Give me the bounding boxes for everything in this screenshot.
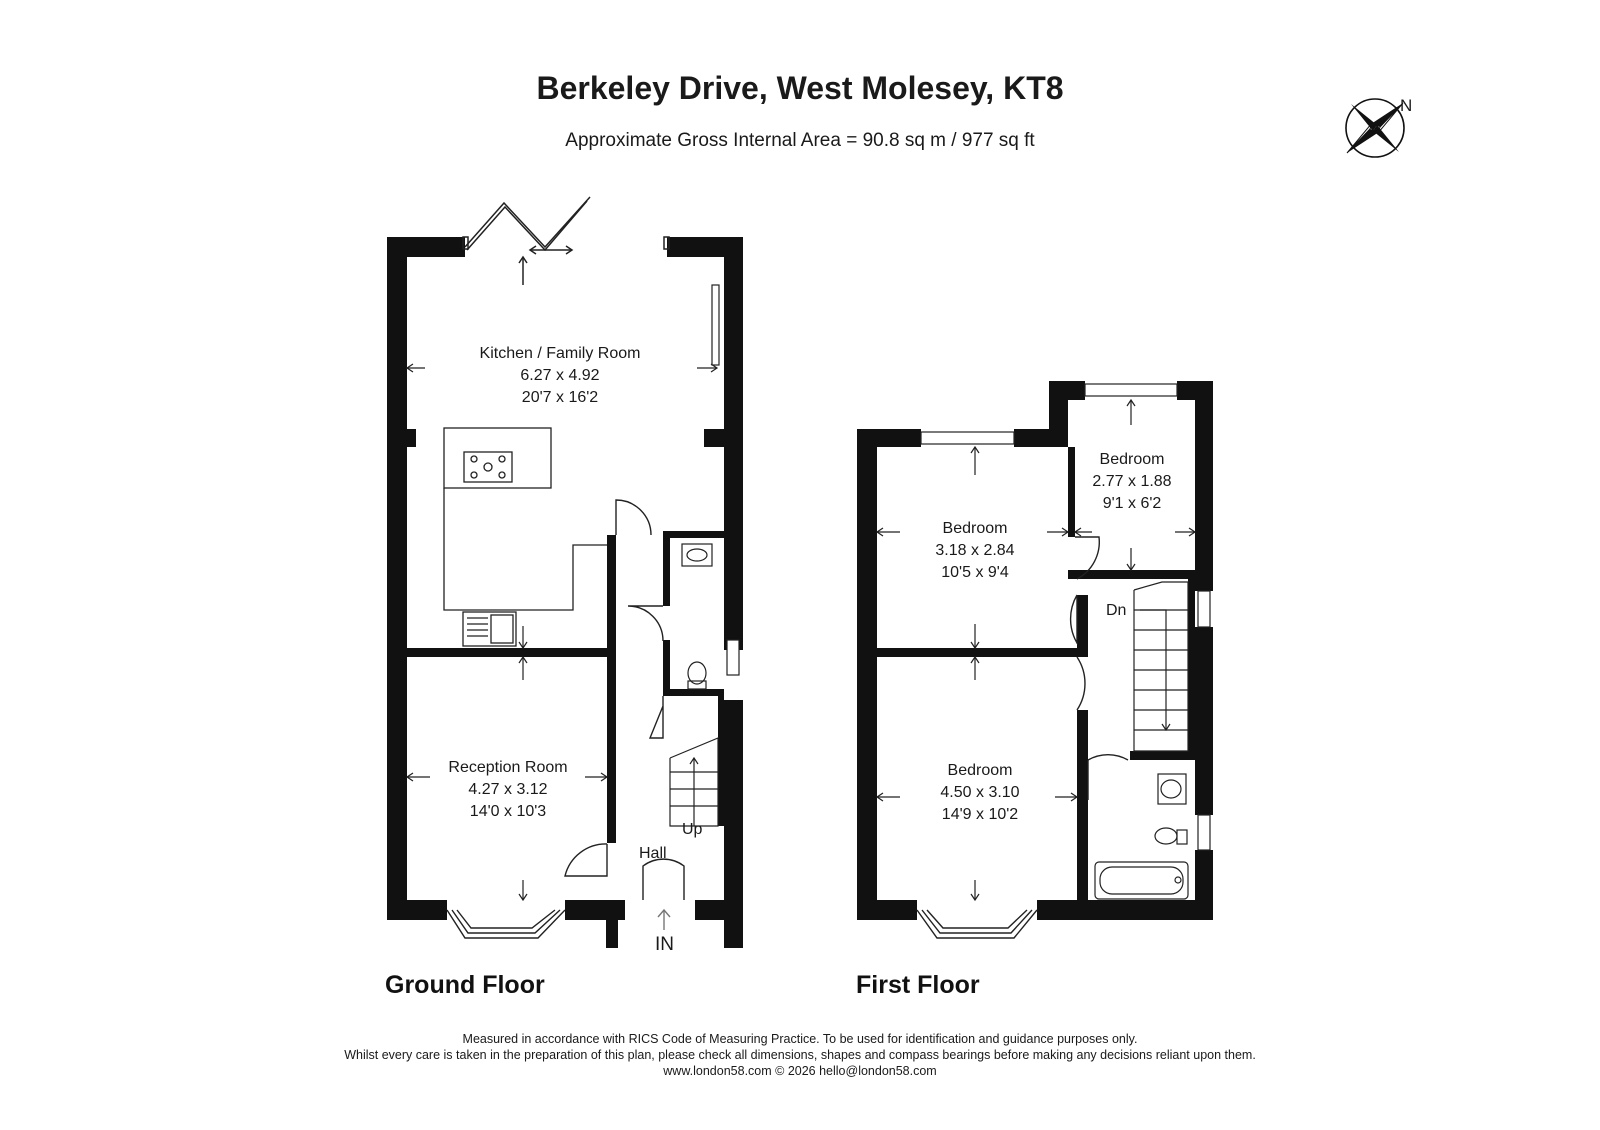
bedroom-1-metric: 3.18 x 2.84 <box>935 542 1014 559</box>
bedroom-dimension-arrows <box>875 398 1197 902</box>
reception-name: Reception Room <box>448 759 567 776</box>
bedroom-bay-window <box>916 909 1038 939</box>
ground-floor-label: Ground Floor <box>385 971 545 999</box>
kitchen-name: Kitchen / Family Room <box>480 345 641 362</box>
plan-title: Berkeley Drive, West Molesey, KT8 <box>536 70 1064 106</box>
bedroom-2-metric: 2.77 x 1.88 <box>1092 473 1171 490</box>
reception-imperial: 14'0 x 10'3 <box>470 803 546 820</box>
first-floor-stairs <box>1133 581 1189 752</box>
disclaimer: Measured in accordance with RICS Code of… <box>0 1031 1600 1079</box>
reception-metric: 4.27 x 3.12 <box>468 781 547 798</box>
kitchen-units <box>443 427 607 647</box>
gross-area-subtitle: Approximate Gross Internal Area = 90.8 s… <box>565 130 1035 151</box>
ground-floor-stairs <box>669 737 719 827</box>
first-floor-walls <box>857 381 1213 920</box>
kitchen-dimension-arrows <box>405 363 719 650</box>
wc-window <box>726 639 740 676</box>
first-floor-plan: Bedroom 3.18 x 2.84 10'5 x 9'4 Bedroom 2… <box>856 381 1213 999</box>
disclaimer-line-2: Whilst every care is taken in the prepar… <box>344 1048 1256 1062</box>
kitchen-side-window <box>711 284 720 366</box>
stairs-up-label: Up <box>682 821 703 838</box>
entrance-label: IN <box>655 934 674 955</box>
compass-rose-icon: N <box>1345 96 1412 158</box>
kitchen-metric: 6.27 x 4.92 <box>520 367 599 384</box>
first-floor-label: First Floor <box>856 971 980 999</box>
bedroom-2-name: Bedroom <box>1100 451 1165 468</box>
bathroom-fittings <box>1094 773 1189 900</box>
bedroom-2-imperial: 9'1 x 6'2 <box>1103 495 1162 512</box>
bedroom-1-imperial: 10'5 x 9'4 <box>941 564 1009 581</box>
ground-floor-doors <box>564 499 685 900</box>
entrance-arrow-icon <box>657 908 671 930</box>
first-floor-windows <box>920 383 1211 851</box>
ground-floor-walls <box>387 237 743 948</box>
stairs-down-label: Dn <box>1106 602 1126 619</box>
first-floor-doors <box>1069 536 1129 800</box>
bedroom-3-name: Bedroom <box>948 762 1013 779</box>
ground-floor-plan: Kitchen / Family Room 6.27 x 4.92 20'7 x… <box>385 196 743 999</box>
wc-fittings <box>681 543 713 690</box>
disclaimer-line-1: Measured in accordance with RICS Code of… <box>462 1032 1138 1046</box>
bedroom-3-metric: 4.50 x 3.10 <box>940 784 1019 801</box>
bedroom-3-imperial: 14'9 x 10'2 <box>942 806 1018 823</box>
kitchen-imperial: 20'7 x 16'2 <box>522 389 598 406</box>
disclaimer-line-3: www.london58.com © 2026 hello@london58.c… <box>663 1064 937 1078</box>
reception-dimension-arrows <box>405 655 609 902</box>
bifold-doors <box>462 196 670 285</box>
hall-label: Hall <box>639 845 667 862</box>
bedroom-1-name: Bedroom <box>943 520 1008 537</box>
reception-bay-window <box>446 909 566 939</box>
compass-north-label: N <box>1400 96 1412 115</box>
